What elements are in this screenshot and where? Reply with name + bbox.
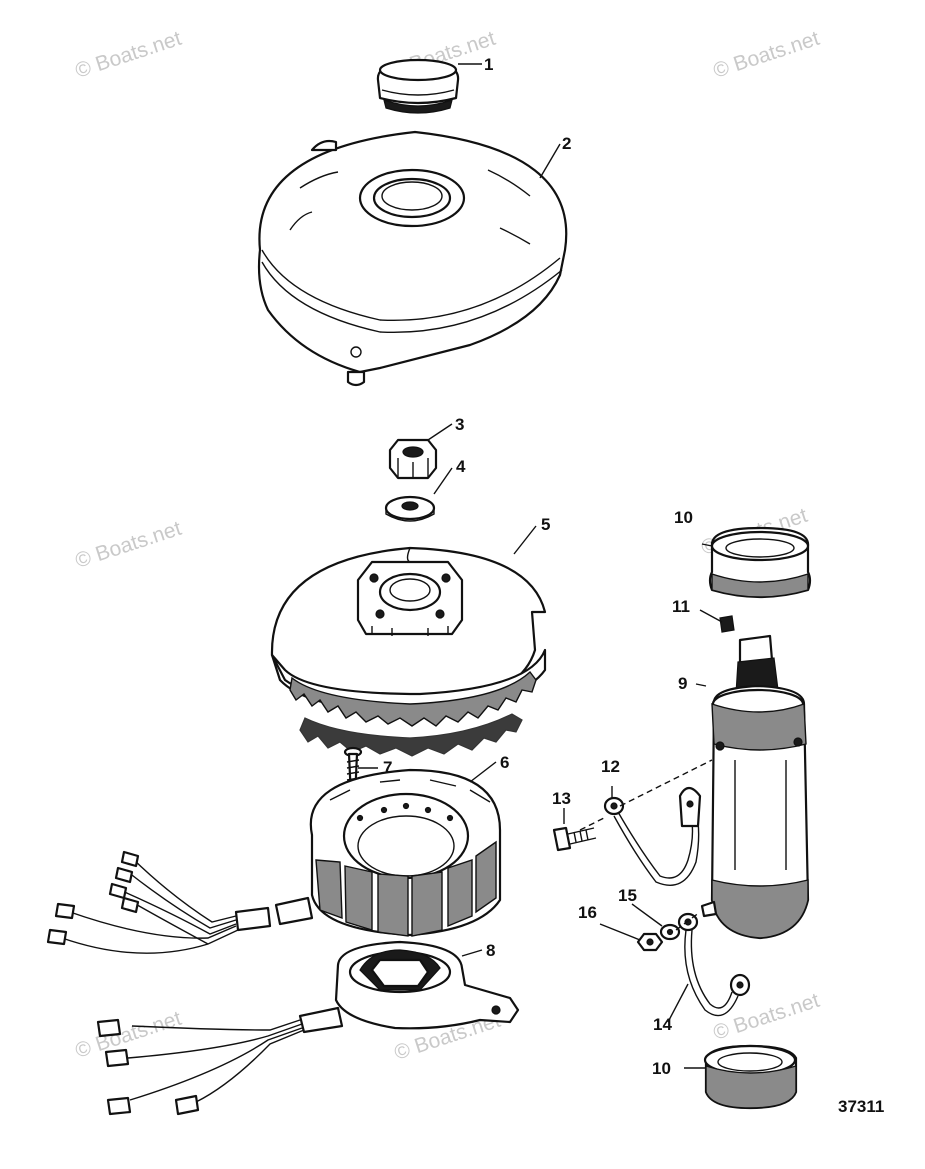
leader-lines (358, 63, 723, 1069)
callout-4: 4 (456, 457, 466, 476)
hex-nut-icon (636, 932, 664, 952)
callout-9: 9 (678, 674, 687, 693)
callout-3: 3 (455, 415, 464, 434)
callout-labels: 1 2 3 4 5 6 7 8 9 10 11 12 13 14 15 16 1… (383, 55, 884, 1116)
retainer-clip-icon (719, 615, 735, 633)
trigger-icon (96, 940, 520, 1116)
bushing-top-icon (708, 526, 812, 599)
document-id: 37311 (838, 1097, 884, 1116)
watermark-8: © Boats.net (710, 989, 822, 1045)
callout-7: 7 (383, 758, 392, 777)
ground-cable-icon (677, 912, 751, 1017)
callout-16: 16 (578, 903, 597, 922)
stator-icon (46, 768, 502, 954)
watermark-4: © Boats.net (72, 517, 184, 573)
callout-5: 5 (541, 515, 550, 534)
callout-13: 13 (552, 789, 571, 808)
callout-2: 2 (562, 134, 571, 153)
flywheel-nut-icon (388, 438, 438, 480)
callout-10-bottom: 10 (652, 1059, 671, 1078)
callout-11: 11 (672, 597, 690, 616)
callout-1: 1 (484, 55, 493, 74)
callout-8: 8 (486, 941, 495, 960)
washer-icon (384, 495, 436, 522)
starter-motor-icon (700, 634, 810, 940)
callout-15: 15 (618, 886, 637, 905)
callout-6: 6 (500, 753, 509, 772)
flywheel-cover-icon (257, 130, 568, 387)
lockwasher-icon (659, 923, 681, 941)
bolt-icon (552, 826, 597, 852)
callout-12: 12 (601, 757, 620, 776)
watermark-1: © Boats.net (72, 27, 184, 83)
flywheel-cap-icon (376, 58, 460, 114)
watermark-3: © Boats.net (710, 27, 822, 83)
callout-10-top: 10 (674, 508, 693, 527)
battery-cable-icon (603, 786, 702, 886)
callout-14: 14 (653, 1015, 672, 1034)
flywheel-icon (270, 546, 547, 757)
bushing-bottom-icon (703, 1044, 798, 1110)
